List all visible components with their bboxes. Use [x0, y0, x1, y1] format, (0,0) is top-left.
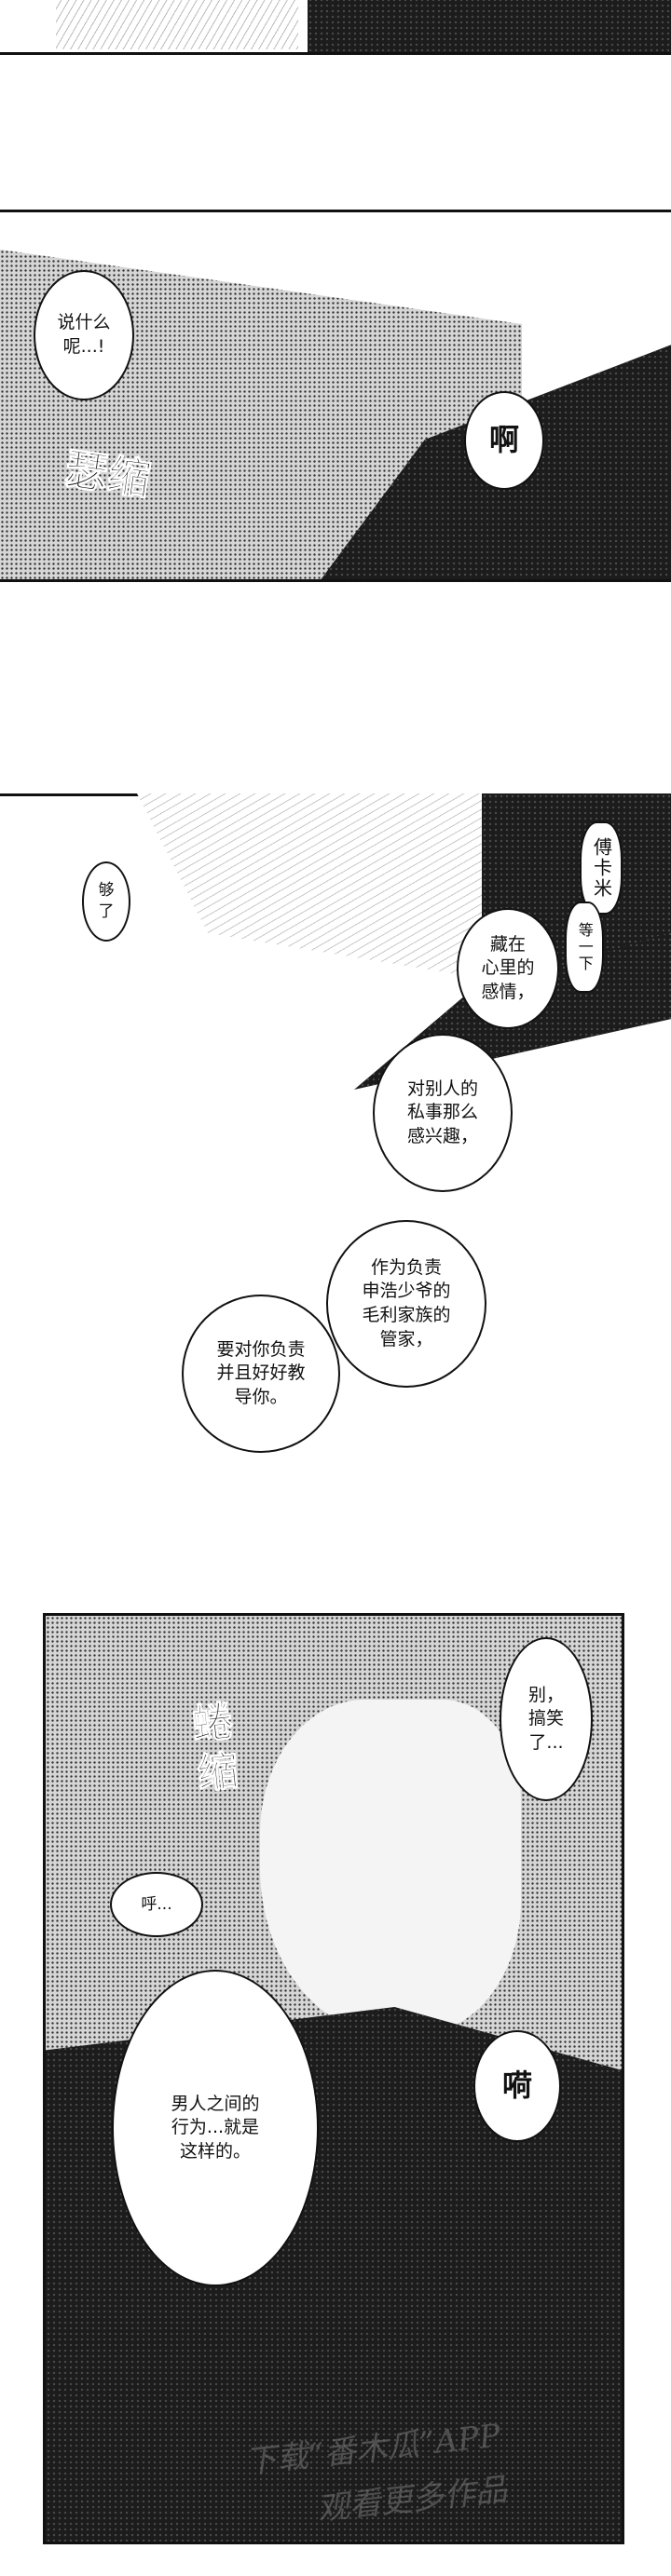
speech-bubble-hidden-feelings: 藏在 心里的 感情， — [457, 908, 559, 1029]
bubble-text: 男人之间的 行为...就是 这样的。 — [171, 2093, 260, 2162]
speech-bubble-what-did-you-say: 说什么 呢...! — [34, 270, 134, 400]
speech-bubble-huff: 呼... — [110, 1872, 203, 1937]
speech-bubble-ah: 啊 — [464, 391, 544, 490]
face-highlight-art — [260, 1700, 521, 2035]
speech-bubble-fukami: 傅卡米 — [580, 821, 623, 915]
bubble-text: 傅卡米 — [590, 837, 613, 899]
speech-bubble-between-men: 男人之间的 行为...就是 这样的。 — [112, 1970, 319, 2286]
dark-clothing-art — [308, 0, 671, 52]
speech-bubble-wait: 等一下 — [565, 902, 604, 993]
speech-bubble-dont-joke: 别， 搞笑 了... — [500, 1637, 593, 1801]
speech-bubble-responsible: 要对你负责 并且好好教 导你。 — [182, 1295, 340, 1453]
bubble-text: 作为负责 申浩少爷的 毛利家族的 管家， — [362, 1256, 451, 1349]
bubble-text: 对别人的 私事那么 感兴趣， — [406, 1078, 478, 1146]
bubble-text: 要对你负责 并且好好教 导你。 — [216, 1338, 306, 1407]
speech-bubble-interested: 对别人的 私事那么 感兴趣， — [373, 1034, 513, 1192]
speech-bubble-ngh: 嗬 — [473, 2030, 561, 2142]
bubble-text: 藏在 心里的 感情， — [481, 933, 535, 1002]
bubble-text: 啊 — [488, 422, 519, 458]
bubble-text: 说什么 呢...! — [57, 312, 111, 357]
bubble-text: 别， 搞笑 了... — [527, 1684, 564, 1753]
speech-bubble-enough: 够 了 — [82, 861, 130, 942]
bubble-text: 等一下 — [575, 922, 594, 972]
sfx-shrink: 瑟缩 — [62, 442, 155, 506]
bubble-text: 呼... — [141, 1894, 172, 1914]
hair-sketch-art — [56, 0, 298, 49]
bubble-text: 嗬 — [501, 2068, 532, 2104]
bubble-text: 够 了 — [98, 881, 115, 921]
top-panel-fragment — [0, 0, 671, 55]
speech-bubble-as-butler: 作为负责 申浩少爷的 毛利家族的 管家， — [326, 1220, 486, 1388]
